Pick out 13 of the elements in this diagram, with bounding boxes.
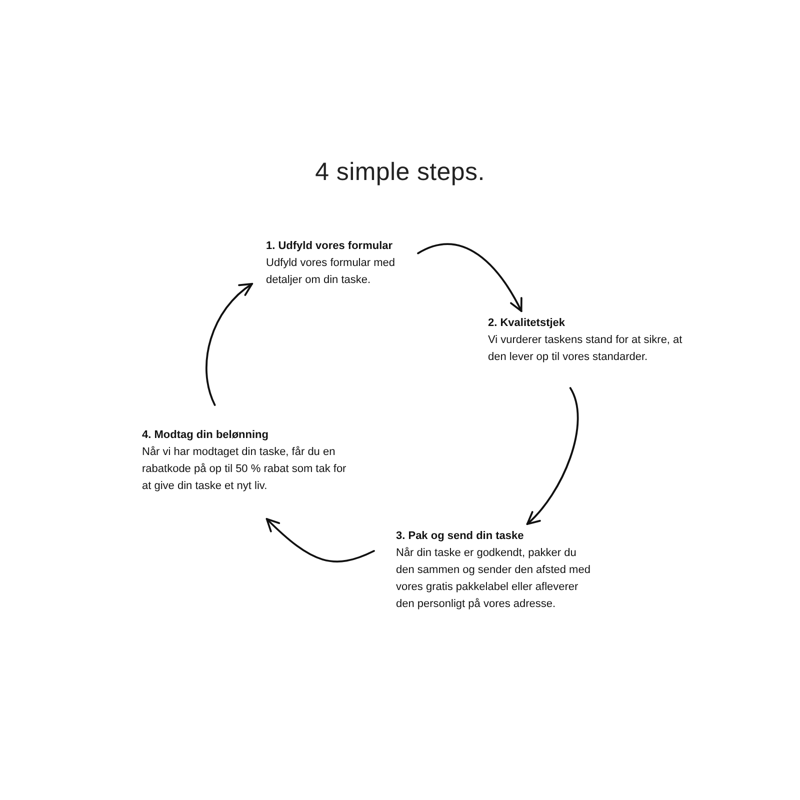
curved-arrow — [206, 282, 253, 406]
step-description: Når din taske er godkendt, pakker du den sammen og sender den afsted med vores gratis pakkelabel eller afleverer den personligt på vores adresse. — [396, 546, 592, 612]
step-heading: 2. Kvalitetstjek — [488, 316, 566, 331]
step-heading: 1. Udfyld vores formular — [266, 239, 394, 254]
step-heading: 3. Pak og send din taske — [396, 529, 525, 544]
step-description: Udfyld vores formular med detaljer om din taske. — [266, 256, 396, 288]
title: 4 simple steps. — [314, 158, 486, 187]
curved-arrow — [266, 518, 375, 562]
step-description: Vi vurderer taskens stand for at sikre, at den lever op til vores standarder. — [488, 333, 684, 365]
step-heading: 4. Modtag din belønning — [142, 428, 270, 443]
curved-arrow — [526, 387, 579, 525]
step-description: Når vi har modtaget din taske, får du en rabatkode på op til 50 % rabat som tak for at give din taske et nyt liv. — [142, 445, 348, 494]
curved-arrow — [417, 243, 522, 312]
